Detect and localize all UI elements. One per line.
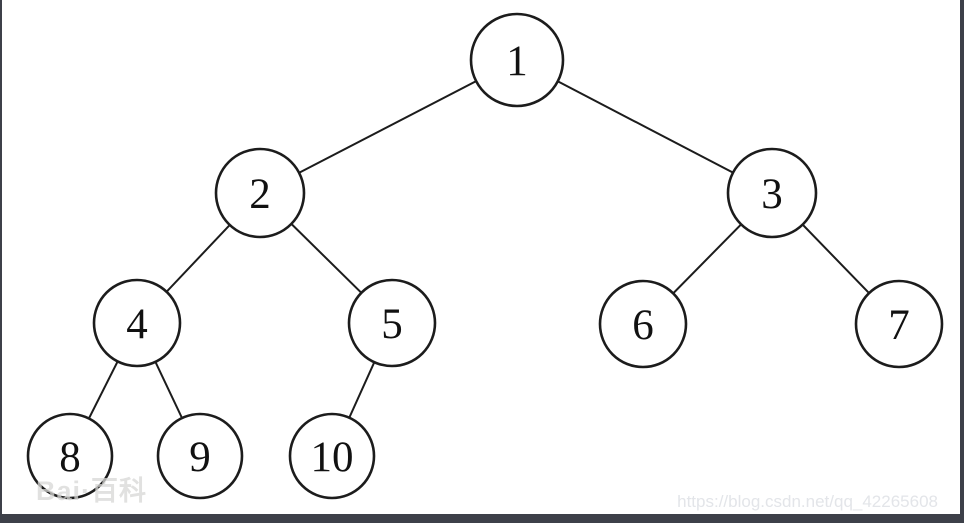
tree-node-circle [854, 279, 944, 369]
tree-node-9: 9 [156, 412, 244, 500]
tree-node-label: 2 [249, 171, 271, 218]
tree-node-label: 7 [888, 302, 910, 349]
tree-node-5: 5 [347, 278, 437, 368]
tree-node-6: 6 [598, 279, 688, 369]
tree-node-label: 6 [632, 302, 654, 349]
tree-node-1: 1 [469, 12, 565, 108]
tree-node-3: 3 [726, 147, 818, 239]
tree-node-label: 8 [59, 434, 81, 481]
tree-node-4: 4 [92, 278, 182, 368]
tree-node-circle [156, 412, 244, 500]
tree-edge-1-2 [259, 59, 518, 194]
tree-node-label: 5 [381, 301, 403, 348]
tree-node-circle [469, 12, 565, 108]
tree-node-label: 10 [311, 434, 354, 481]
tree-node-label: 4 [126, 301, 148, 348]
tree-node-8: 8 [26, 412, 114, 500]
tree-node-10: 10 [288, 412, 376, 500]
tree-svg: 1 2 3 4 5 6 7 8 9 10 [26, 12, 944, 500]
tree-node-label: 9 [189, 434, 211, 481]
tree-node-circle [26, 412, 114, 500]
tree-node-circle [726, 147, 818, 239]
tree-node-circle [347, 278, 437, 368]
tree-edge-1-3 [516, 59, 773, 194]
tree-node-label: 1 [506, 38, 528, 85]
tree-node-label: 3 [761, 171, 783, 218]
tree-node-circle [214, 147, 306, 239]
tree-node-2: 2 [214, 147, 306, 239]
tree-node-7: 7 [854, 279, 944, 369]
tree-node-circle [598, 279, 688, 369]
tree-node-circle [288, 412, 376, 500]
tree-node-circle [92, 278, 182, 368]
